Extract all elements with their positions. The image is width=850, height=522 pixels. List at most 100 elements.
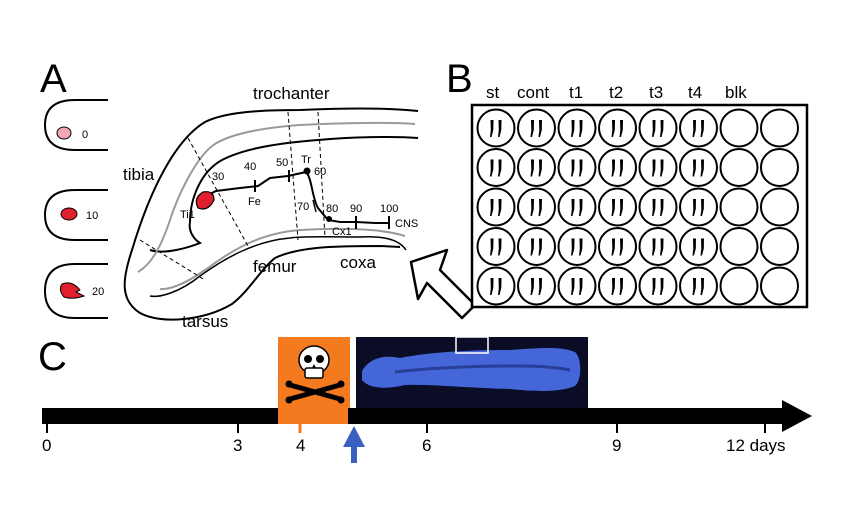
embryo-leg-icon	[660, 120, 664, 137]
tr-neuron	[303, 167, 311, 175]
neuron-label-tr: Tr	[301, 154, 311, 166]
embryo-leg-icon	[692, 238, 696, 256]
well	[760, 108, 799, 148]
embryo-leg-icon	[579, 159, 583, 177]
plate-column-t1: t1	[569, 83, 583, 102]
embryo-leg-icon	[571, 120, 575, 137]
well	[719, 227, 759, 266]
neuron-label-cx1: Cx1	[332, 226, 352, 238]
limb-bud-cell	[59, 282, 86, 299]
plate-column-t4: t4	[688, 83, 702, 102]
embryo-leg-icon	[652, 120, 656, 137]
neuron-label-fe: Fe	[248, 196, 261, 208]
path-marker	[312, 199, 317, 213]
embryo-leg-icon	[619, 159, 623, 177]
embryo-leg-icon	[530, 199, 534, 216]
panel-c-label: C	[38, 335, 67, 379]
well	[638, 148, 678, 187]
limb-bud-cell	[60, 207, 78, 221]
path-percent-50: 50	[276, 157, 288, 169]
well	[557, 187, 597, 227]
skull-crossbones-icon	[285, 345, 345, 404]
embryo-leg-icon	[700, 278, 704, 295]
hollow-arrow	[409, 248, 477, 320]
tick-label-12-days: 12 days	[726, 436, 786, 455]
embryo-leg-icon	[611, 120, 615, 137]
embryo-leg-icon	[660, 278, 664, 295]
path-percent-40: 40	[244, 161, 256, 173]
embryo-leg-icon	[611, 199, 615, 216]
well	[517, 108, 556, 148]
well	[598, 148, 637, 187]
embryo-leg-icon	[498, 159, 502, 177]
well	[598, 227, 637, 266]
well	[719, 108, 759, 148]
embryo-leg-icon	[571, 199, 575, 216]
well-plate: st cont t1 t2 t3 t4 blk	[470, 83, 809, 309]
embryo-leg-icon	[611, 278, 615, 295]
embryo-leg-icon	[619, 238, 623, 256]
embryo-leg-icon	[538, 120, 542, 137]
leg-diagram: 30 40 50 60 70 80 90 100 Ti1 Fe Tr Cx1 C…	[123, 84, 418, 331]
fixation-arrow-icon	[343, 426, 365, 463]
embryo-leg-icon	[692, 278, 696, 295]
embryo-leg-icon	[530, 159, 534, 177]
segment-label-trochanter: trochanter	[253, 84, 330, 103]
well	[517, 148, 556, 187]
well	[719, 187, 759, 227]
tick-label-0: 0	[42, 436, 51, 455]
embryo-leg-icon	[692, 159, 696, 177]
embryo-leg-icon	[700, 120, 704, 137]
well	[760, 187, 799, 227]
timeline: 0 3 4 6 9 12 days	[42, 336, 812, 463]
plate-column-blk: blk	[725, 83, 747, 102]
well	[517, 227, 556, 266]
panel-b-label: B	[446, 57, 473, 101]
limb-bud-20: 20	[43, 263, 108, 319]
well	[679, 148, 718, 187]
embryo-leg-icon	[700, 199, 704, 216]
leg-outline-lower	[149, 236, 407, 298]
plate-column-cont: cont	[517, 83, 549, 102]
path-percent-100: 100	[380, 203, 398, 215]
segment-label-coxa: coxa	[340, 253, 376, 272]
embryo-leg-icon	[652, 159, 656, 177]
well	[557, 227, 597, 266]
embryo-leg-icon	[490, 238, 494, 256]
embryo-leg-icon	[611, 238, 615, 256]
well	[760, 148, 799, 187]
plate-column-t2: t2	[609, 83, 623, 102]
well	[638, 108, 678, 148]
embryo-leg-icon	[538, 238, 542, 256]
panel-a-label: A	[40, 57, 67, 101]
embryo-leg-icon	[530, 278, 534, 295]
well	[679, 187, 718, 227]
embryo-leg-icon	[490, 278, 494, 295]
embryo-leg-icon	[619, 120, 623, 137]
well	[598, 266, 637, 306]
embryo-leg-icon	[660, 199, 664, 216]
well	[517, 266, 556, 306]
neuron-label-ti1: Ti1	[180, 209, 195, 221]
path-percent-60: 60	[314, 166, 326, 178]
limb-bud-0: 0	[43, 99, 108, 151]
embryo-leg-icon	[498, 120, 502, 137]
well	[476, 187, 516, 227]
limb-bud-10: 10	[43, 189, 108, 241]
tick-label-4: 4	[296, 436, 305, 455]
plate-column-t3: t3	[649, 83, 663, 102]
limb-bud-20-value: 20	[92, 286, 104, 298]
embryo-leg-icon	[530, 120, 534, 137]
well	[557, 148, 597, 187]
well	[638, 187, 678, 227]
well	[598, 108, 637, 148]
well	[476, 266, 516, 306]
embryo-leg-icon	[700, 159, 704, 177]
tick-label-6: 6	[422, 436, 431, 455]
embryo-leg-icon	[530, 238, 534, 256]
embryo-leg-icon	[692, 120, 696, 137]
well	[679, 227, 718, 266]
embryo-leg-icon	[490, 120, 494, 137]
embryo-zoom-box	[455, 336, 489, 354]
limb-bud-10-value: 10	[86, 210, 98, 222]
